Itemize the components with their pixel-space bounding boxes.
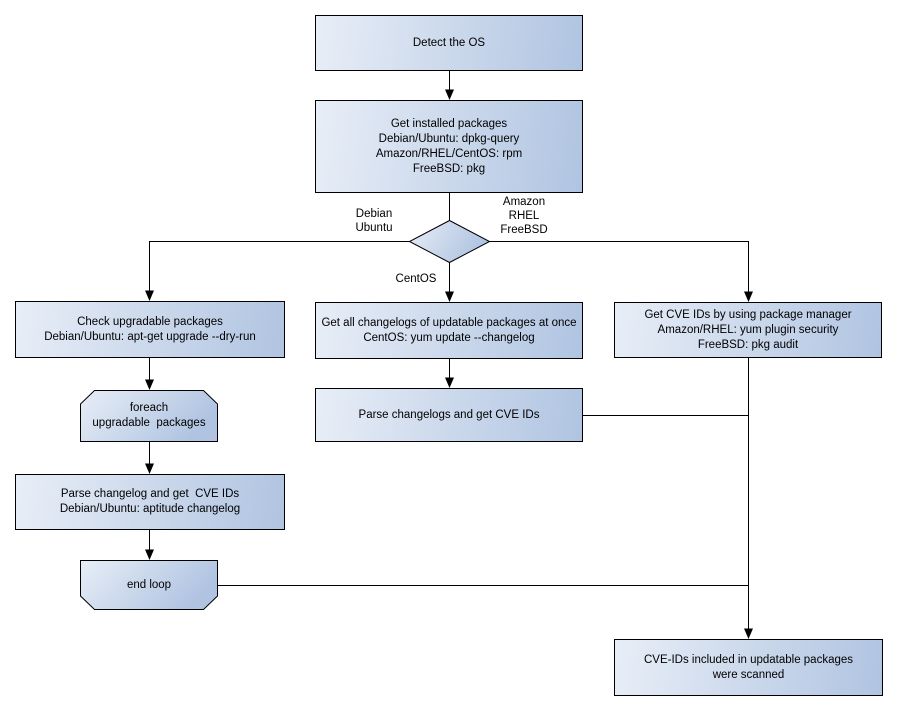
arrowhead xyxy=(744,628,753,639)
node-parse-changelog-left-label: Parse changelog and get CVE IDs Debian/U… xyxy=(59,488,241,515)
arrowhead xyxy=(445,377,454,388)
node-get-all-changelogs-label: Get all changelogs of updatable packages… xyxy=(321,316,577,344)
node-get-installed-packages-label: Get installed packages Debian/Ubuntu: dp… xyxy=(375,117,523,175)
edge-label-centos: CentOS xyxy=(395,273,437,285)
node-cve-scanned-label: CVE-IDs included in updatable packages w… xyxy=(643,653,854,681)
edge-decision-to-check-upgradable xyxy=(149,241,409,293)
end-loop-shape xyxy=(80,560,218,610)
edge-label-amazon-rhel-freebsd: Amazon RHEL FreeBSD xyxy=(500,196,548,236)
node-end-loop: end loop xyxy=(80,560,218,610)
node-get-cve-package-manager: Get CVE IDs by using package manager Ama… xyxy=(614,302,882,358)
node-check-upgradable-packages: Check upgradable packages Debian/Ubuntu:… xyxy=(15,301,285,358)
arrowhead xyxy=(445,291,454,302)
edge-label-debian-ubuntu: Debian Ubuntu xyxy=(355,208,393,234)
node-foreach-loop: foreach upgradable packages xyxy=(80,390,218,442)
arrowhead xyxy=(445,89,454,100)
node-foreach-loop-label: foreach upgradable packages xyxy=(92,402,206,429)
node-end-loop-label: end loop xyxy=(126,578,172,591)
foreach-loop-shape xyxy=(80,390,218,442)
node-detect-os-label: Detect the OS xyxy=(412,36,486,49)
node-parse-changelog-left: Parse changelog and get CVE IDs Debian/U… xyxy=(15,474,285,530)
node-get-cve-package-manager-label: Get CVE IDs by using package manager Ama… xyxy=(644,308,852,351)
node-get-installed-packages: Get installed packages Debian/Ubuntu: dp… xyxy=(315,100,583,193)
decision-diamond xyxy=(408,219,491,264)
node-parse-changelogs-mid-label: Parse changelogs and get CVE IDs xyxy=(358,408,540,421)
node-parse-changelogs-mid: Parse changelogs and get CVE IDs xyxy=(315,388,583,442)
node-cve-scanned: CVE-IDs included in updatable packages w… xyxy=(614,639,883,696)
node-detect-os: Detect the OS xyxy=(315,15,583,71)
arrowhead xyxy=(145,379,154,390)
arrowhead xyxy=(744,291,753,302)
node-get-all-changelogs: Get all changelogs of updatable packages… xyxy=(315,302,583,359)
edge-decision-to-get-cve xyxy=(489,241,749,294)
node-check-upgradable-packages-label: Check upgradable packages Debian/Ubuntu:… xyxy=(44,315,256,343)
arrowhead xyxy=(145,463,154,474)
arrowhead xyxy=(145,549,154,560)
arrowhead xyxy=(145,290,154,301)
